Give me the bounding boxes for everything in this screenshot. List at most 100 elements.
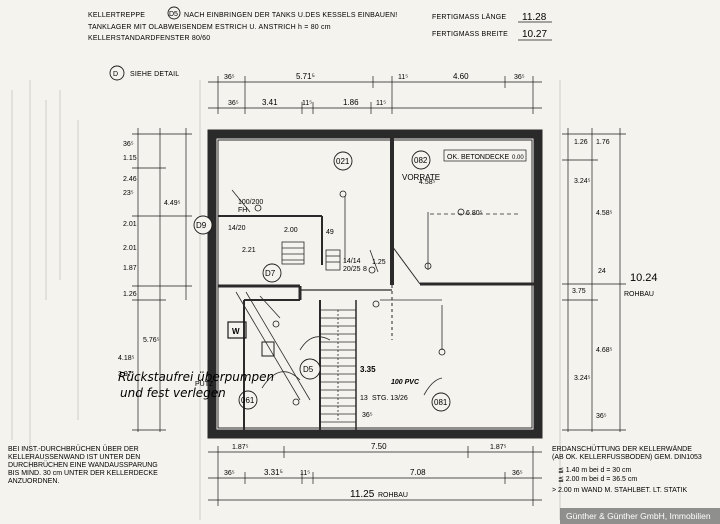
svg-text:1.86: 1.86 [343,98,359,107]
detail-ref-circle [109,65,125,81]
svg-text:4.60: 4.60 [453,72,469,81]
svg-text:11⁵: 11⁵ [398,74,408,81]
top-dimension-lines [208,76,542,114]
svg-text:36⁵: 36⁵ [228,100,239,107]
svg-text:100 PVC: 100 PVC [391,379,420,386]
room-082: 082 [414,156,428,165]
svg-text:3.31⁵: 3.31⁵ [264,468,283,477]
room-021-circle [333,151,353,171]
svg-text:STG. 13/26: STG. 13/26 [372,395,408,402]
plan-detail-lines [231,189,520,401]
ok-betondecke-box [443,149,527,162]
svg-text:W: W [232,327,240,336]
svg-text:≦ 1.40 m bei d = 30 cm: ≦ 1.40 m bei d = 30 cm [558,467,632,474]
svg-text:1.25: 1.25 [372,259,386,266]
bottom-total-dim: 11.25 ROHBAU [350,489,408,500]
svg-text:100/200: 100/200 [238,199,263,206]
total-right-dim: 10.24 ROHBAU [624,272,658,298]
right-dims: 3.24⁵ 4.58⁵ 24 3.75 4.68⁵ 3.24⁵ 36⁵ 1.76… [572,139,613,420]
svg-text:3.75: 3.75 [572,288,586,295]
svg-text:3.97⁵: 3.97⁵ [118,371,135,378]
detail-d5: D5 [303,365,314,374]
watermark-text: Günther & Günther GmbH, Immobilien [566,511,711,521]
svg-text:36⁵: 36⁵ [362,412,373,419]
svg-text:13: 13 [360,395,368,402]
svg-text:1.87⁵: 1.87⁵ [490,444,507,451]
svg-text:1.26: 1.26 [574,139,588,146]
svg-text:36⁵: 36⁵ [224,470,235,477]
bottom-dims-row1: 1.87⁵ 7.50 1.87⁵ [232,442,507,451]
svg-text:2.01: 2.01 [123,221,137,228]
svg-text:36⁵: 36⁵ [596,413,607,420]
fertig-laenge-label: FERTIGMASS LÄNGE [432,13,506,21]
svg-text:1.15: 1.15 [123,155,137,162]
svg-text:23⁵: 23⁵ [123,190,134,197]
header-line1-label: KELLERTREPPE [88,12,145,19]
top-dims-row1: 36⁵ 5.71⁵ 11⁵ 4.60 36⁵ [224,72,525,81]
svg-text:PUTZ: PUTZ [195,381,214,388]
svg-text:7.08: 7.08 [410,468,426,477]
svg-text:36⁵: 36⁵ [514,74,525,81]
svg-text:1.26: 1.26 [123,291,137,298]
svg-text:4.58⁵: 4.58⁵ [596,210,613,217]
svg-text:ANZUORDNEN.: ANZUORDNEN. [8,478,59,485]
svg-text:2.46: 2.46 [123,176,137,183]
svg-text:> 2.00 m WAND M. STAHLBET. LT.: > 2.00 m WAND M. STAHLBET. LT. STATIK [552,487,687,494]
svg-text:20/25: 20/25 [343,266,361,273]
room-labels: 021 082 VORRATE OK. BETONDECKE 0.00 061 … [193,149,527,412]
svg-text:BEI INST.-DURCHBRÜCHEN ÜBER DE: BEI INST.-DURCHBRÜCHEN ÜBER DER [8,445,139,453]
handwriting-line2: und fest verlegen [120,386,226,400]
svg-text:DURCHBRÜCHEN EINE WANDAUSSPARU: DURCHBRÜCHEN EINE WANDAUSSPARUNG [8,461,158,469]
room-061-circle [238,390,258,410]
header-line3: KELLERSTANDARDFENSTER 80/60 [88,35,210,42]
interior-labels: 4.58⁵ 6.80⁵ 100/200 FH 14/20 2.21 49 2.0… [195,179,483,419]
detail-label: SIEHE DETAIL [130,71,179,78]
header-d5-ref: D5 [169,11,178,18]
bottom-dimension-lines [208,446,542,506]
right-dimension-lines [562,128,626,432]
stair-treads [320,309,356,423]
detail-d5-circle [299,358,321,380]
room-061: 061 [241,396,255,405]
svg-text:4.18⁵: 4.18⁵ [118,355,135,362]
svg-text:1.87: 1.87 [123,265,137,272]
ok-betondecke-label: OK. BETONDECKE [447,154,509,161]
bottom-right-note: ERDANSCHÜTTUNG DER KELLERWÄNDE (AB OK. K… [552,445,702,494]
svg-text:8: 8 [363,266,367,273]
room-vorrate: VORRATE [402,173,440,182]
header-line2: TANKLAGER MIT OLABWEISENDEM ESTRICH U. A… [88,24,331,31]
svg-text:4.58⁵: 4.58⁵ [419,179,436,186]
room-021: 021 [336,157,350,166]
handwritten-note: Rückstaufrei überpumpen und fest verlege… [118,370,274,400]
fertig-breite-value: 10.27 [522,29,547,40]
svg-text:11⁵: 11⁵ [376,100,386,107]
detail-ref: D [113,71,118,78]
svg-text:KELLERAUSSENWAND IST UNTER DEN: KELLERAUSSENWAND IST UNTER DEN [8,454,140,461]
interior-walls [218,138,534,430]
svg-text:3.24⁵: 3.24⁵ [574,178,591,185]
svg-text:24: 24 [598,268,606,275]
bottom-left-note: BEI INST.-DURCHBRÜCHEN ÜBER DER KELLERAU… [8,445,158,485]
detail-d9-circle [193,215,213,235]
fertig-laenge-value: 11.28 [522,12,547,23]
tank-box [261,341,275,357]
svg-text:3.35: 3.35 [360,365,376,374]
room-082-circle [411,150,431,170]
boiler-box: W [227,321,247,339]
svg-text:11⁵: 11⁵ [302,100,312,107]
svg-text:36⁵: 36⁵ [512,470,523,477]
left-dims: 36⁵ 1.15 2.46 23⁵ 2.01 2.01 1.87 1.26 5.… [118,141,181,378]
handwriting-line1: Rückstaufrei überpumpen [118,370,274,384]
total-right-value: 10.24 [630,272,658,284]
bottom-total-value: 11.25 [350,489,375,500]
svg-text:36⁵: 36⁵ [224,74,235,81]
svg-text:6.80⁵: 6.80⁵ [466,210,483,217]
svg-text:49: 49 [326,229,334,236]
detail-d7: D7 [265,269,276,278]
svg-text:14/20: 14/20 [228,225,246,232]
svg-text:BIS MIND. 30 cm UNTER DER KELL: BIS MIND. 30 cm UNTER DER KELLERDECKE [8,470,158,477]
svg-text:36⁵: 36⁵ [123,141,134,148]
svg-text:5.71⁵: 5.71⁵ [296,72,315,81]
svg-text:5.76⁵: 5.76⁵ [143,337,160,344]
